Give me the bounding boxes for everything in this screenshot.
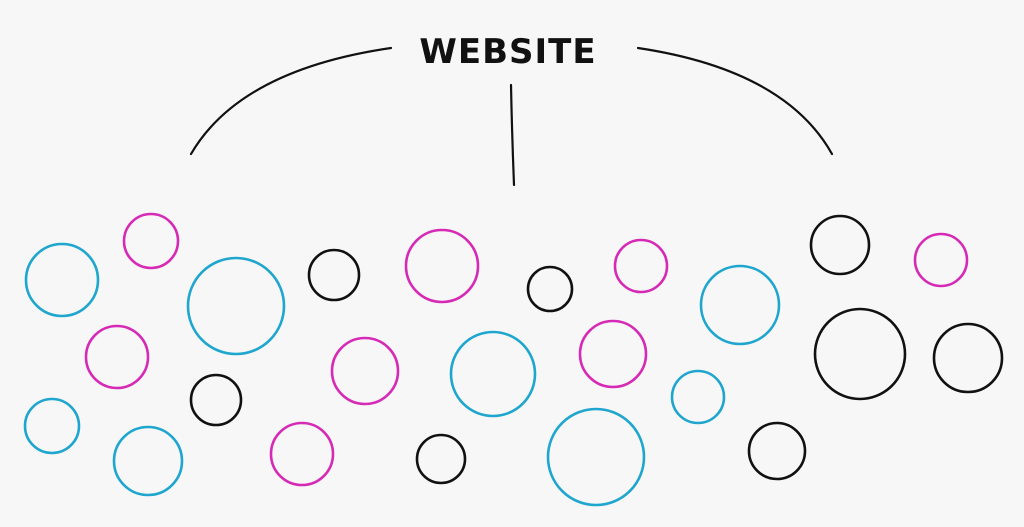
bubble-black-12 [189,373,243,427]
bubble-black-19 [932,322,1004,394]
website-title: WEBSITE [419,32,596,72]
bubble-black-4 [307,248,361,302]
bubble-magenta-10 [913,232,969,288]
bubble-cyan-3 [186,256,286,356]
bubble-cyan-13 [23,397,81,455]
bubble-cluster [23,212,1004,507]
bubble-magenta-5 [404,228,480,304]
bubble-cyan-20 [112,425,184,497]
bubble-cyan-8 [699,264,781,346]
bubble-black-6 [526,265,574,313]
bubble-magenta-21 [269,421,335,487]
bubble-cyan-1 [24,242,100,318]
bubble-cyan-23 [546,407,646,507]
bubble-black-22 [415,433,467,485]
bubble-black-18 [813,307,907,401]
bubble-black-9 [809,214,871,276]
bubble-magenta-14 [330,336,400,406]
bubble-magenta-2 [122,212,180,270]
connector-line-right [636,46,834,156]
bubble-magenta-7 [613,238,669,294]
bubble-magenta-11 [84,324,150,390]
bubble-cyan-15 [449,330,537,418]
connector-line-center [509,83,516,187]
bubble-cyan-17 [670,369,726,425]
bubble-black-24 [747,421,807,481]
connector-line-left [189,46,393,156]
bubble-magenta-16 [578,319,648,389]
